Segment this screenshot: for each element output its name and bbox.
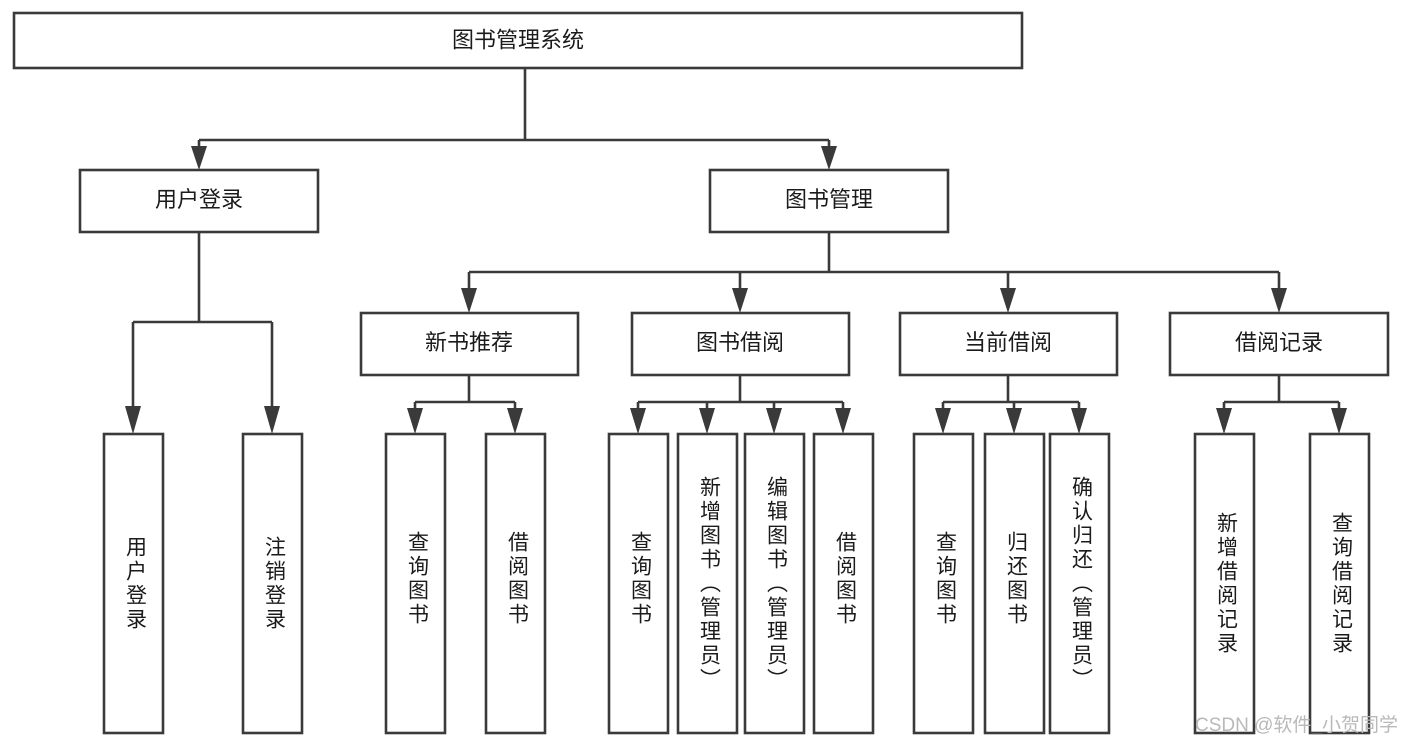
arrow-head-book-borrow [732,288,748,313]
node-borrow-record[interactable]: 借阅记录 [1168,311,1390,377]
node-leaf-query-book-current-label: 查询图书 [933,531,957,627]
arrow-head-leaf-query-book-3 [935,408,951,434]
arrow-head-new-book-rec [461,288,477,313]
arrow-head-leaf-confirm-return [1071,408,1087,434]
arrow-head-leaf-add-book [699,408,715,434]
node-leaf-return-book[interactable]: 归还图书 [983,432,1046,735]
node-leaf-query-borrow-record[interactable]: 查询借阅记录 [1308,432,1371,735]
node-leaf-add-borrow-record-label: 新增借阅记录 [1214,512,1238,656]
node-leaf-borrow-book-newbook[interactable]: 借阅图书 [484,432,547,735]
node-leaf-edit-book-admin-box[interactable] [743,432,806,735]
arrow-head-leaf-query-record [1331,408,1347,434]
node-user-login[interactable]: 用户登录 [78,168,320,234]
arrow-head-leaf-add-record [1216,408,1232,434]
node-leaf-borrow-book-newbook-label: 借阅图书 [505,531,529,627]
node-leaf-query-book-newbook-box[interactable] [384,432,447,735]
node-leaf-query-book-newbook-label: 查询图书 [405,531,429,627]
arrow-head-leaf-query-book-1 [407,408,423,434]
node-leaf-logout-box[interactable] [241,432,304,735]
arrow-head-leaf-query-book-2 [630,408,646,434]
node-leaf-logout[interactable]: 注销登录 [241,432,304,735]
node-leaf-add-borrow-record[interactable]: 新增借阅记录 [1193,432,1256,735]
node-leaf-query-book-current-box[interactable] [912,432,975,735]
arrow-head-leaf-return-book [1006,408,1022,434]
node-leaf-logout-label: 注销登录 [262,536,286,632]
node-leaf-user-login-box[interactable] [102,432,165,735]
node-leaf-return-book-label: 归还图书 [1004,531,1028,627]
arrow-head-leaf-borrow-book-2 [835,408,851,434]
node-leaf-user-login-label: 用户登录 [123,536,147,632]
arrow-head-leaf-borrow-book-1 [507,408,523,434]
connector-layer [125,68,1347,434]
node-current-borrow-label: 当前借阅 [964,330,1052,355]
node-borrow-record-label: 借阅记录 [1235,330,1323,355]
node-user-login-box[interactable] [78,168,320,234]
arrow-head-leaf-logout [264,406,280,434]
arrow-head-leaf-edit-book [766,408,782,434]
node-leaf-borrow-book-borrow-box[interactable] [812,432,875,735]
node-leaf-user-login[interactable]: 用户登录 [102,432,165,735]
node-leaf-query-book-borrow-label: 查询图书 [628,531,652,627]
node-leaf-edit-book-admin[interactable]: 编辑图书（管理员） [743,432,806,735]
arrow-head-leaf-user-login [125,406,141,434]
node-leaf-confirm-return-admin-box[interactable] [1048,432,1111,735]
node-borrow-record-box[interactable] [1168,311,1390,377]
node-new-book-recommend-label: 新书推荐 [425,330,513,355]
node-leaf-query-book-borrow-box[interactable] [607,432,670,735]
node-book-borrow[interactable]: 图书借阅 [630,311,851,377]
node-new-book-recommend-box[interactable] [359,311,580,377]
node-leaf-borrow-book-borrow[interactable]: 借阅图书 [812,432,875,735]
node-leaf-confirm-return-admin[interactable]: 确认归还（管理员） [1048,432,1111,735]
node-leaf-add-borrow-record-box[interactable] [1193,432,1256,735]
node-leaf-edit-book-admin-label: 编辑图书（管理员） [764,476,788,692]
node-leaf-confirm-return-admin-label: 确认归还（管理员） [1069,476,1093,692]
node-leaf-add-book-admin[interactable]: 新增图书（管理员） [676,432,739,735]
node-leaf-query-borrow-record-label: 查询借阅记录 [1329,512,1353,656]
arrow-head-borrow-record [1271,288,1287,313]
node-root-system-box[interactable] [12,11,1024,70]
node-leaf-query-borrow-record-box[interactable] [1308,432,1371,735]
node-new-book-recommend[interactable]: 新书推荐 [359,311,580,377]
node-leaf-add-book-admin-label: 新增图书（管理员） [697,476,721,692]
node-leaf-query-book-borrow[interactable]: 查询图书 [607,432,670,735]
node-current-borrow[interactable]: 当前借阅 [898,311,1119,377]
node-user-login-label: 用户登录 [155,187,243,212]
node-root-system[interactable]: 图书管理系统 [12,11,1024,70]
watermark-label: CSDN @软件_小贺同学 [1195,714,1398,736]
node-current-borrow-box[interactable] [898,311,1119,377]
node-leaf-add-book-admin-box[interactable] [676,432,739,735]
node-book-management-box[interactable] [708,168,950,234]
arrow-head-user-login [191,146,207,170]
node-book-management[interactable]: 图书管理 [708,168,950,234]
node-book-management-label: 图书管理 [785,187,873,212]
node-leaf-return-book-box[interactable] [983,432,1046,735]
node-book-borrow-label: 图书借阅 [696,330,784,355]
arrow-head-book-mgmt [821,146,837,170]
node-book-borrow-box[interactable] [630,311,851,377]
arrow-head-current-borrow [1000,288,1016,313]
node-leaf-query-book-newbook[interactable]: 查询图书 [384,432,447,735]
node-root-system-label: 图书管理系统 [452,27,584,52]
node-leaf-borrow-book-newbook-box[interactable] [484,432,547,735]
node-leaf-query-book-current[interactable]: 查询图书 [912,432,975,735]
node-leaf-borrow-book-borrow-label: 借阅图书 [833,531,857,627]
